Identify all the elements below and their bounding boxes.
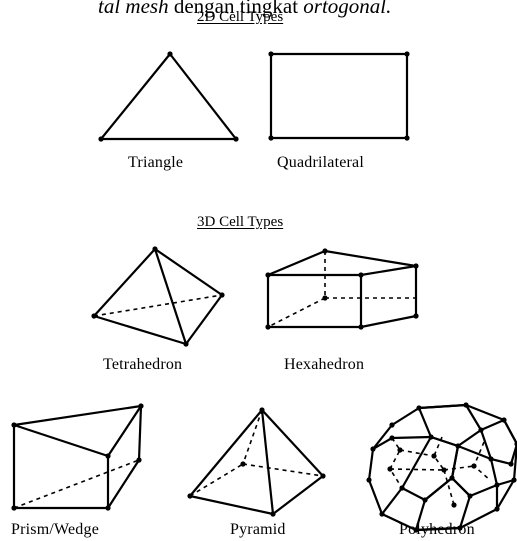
header-middle: dengan tingkat bbox=[168, 0, 304, 18]
label-pyramid: Pyramid bbox=[230, 521, 286, 538]
label-triangle: Triangle bbox=[128, 154, 184, 171]
header-prefix: tal mesh bbox=[98, 0, 169, 18]
header-suffix: ortogonal. bbox=[303, 0, 392, 18]
hexahedron-shape bbox=[265, 248, 419, 330]
pyramid-shape bbox=[187, 407, 326, 517]
label-quadrilateral: Quadrilateral bbox=[277, 154, 364, 171]
tetrahedron-shape bbox=[91, 246, 225, 347]
quadrilateral-shape bbox=[268, 51, 410, 141]
label-prism-wedge: Prism/Wedge bbox=[11, 521, 100, 538]
label-polyhedron: Polyhedron bbox=[399, 521, 475, 538]
section-title-2d: 2D Cell Types bbox=[197, 9, 284, 25]
label-hexahedron: Hexahedron bbox=[284, 356, 365, 373]
section-title-3d: 3D Cell Types bbox=[197, 214, 284, 230]
header-fragment: tal mesh dengan tingkat ortogonal. bbox=[98, 0, 391, 17]
polyhedron-shape bbox=[366, 402, 517, 533]
triangle-shape bbox=[98, 51, 239, 142]
label-tetrahedron: Tetrahedron bbox=[103, 356, 183, 373]
prism-wedge-shape bbox=[11, 403, 144, 511]
